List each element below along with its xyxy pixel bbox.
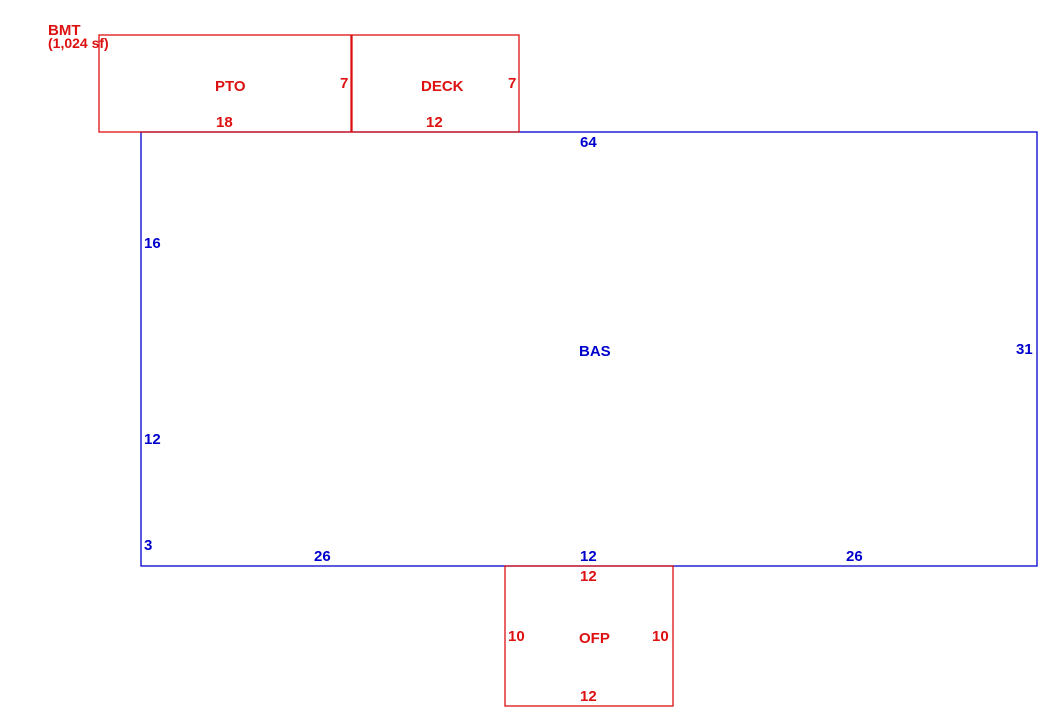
- pto-dim-bottom: 18: [216, 114, 233, 131]
- bas-dim-bottom-right: 26: [846, 548, 863, 565]
- ofp-area-label: OFP: [579, 630, 610, 647]
- ofp-dim-top: 12: [580, 568, 597, 585]
- deck-outline: [351, 34, 520, 133]
- deck-dim-right: 7: [508, 75, 516, 92]
- deck-area-label: DECK: [421, 78, 464, 95]
- bas-dim-right: 31: [1016, 341, 1033, 358]
- bas-dim-left-upper: 16: [144, 235, 161, 252]
- deck-dim-bottom: 12: [426, 114, 443, 131]
- bas-area-label: BAS: [579, 343, 611, 360]
- ofp-dim-left: 10: [508, 628, 525, 645]
- ofp-dim-bottom: 12: [580, 688, 597, 705]
- bas-dim-left-lower: 3: [144, 537, 152, 554]
- pto-dim-right: 7: [340, 75, 348, 92]
- bas-dim-left-middle: 12: [144, 431, 161, 448]
- pto-area-label: PTO: [215, 78, 246, 95]
- bas-dim-bottom-left: 26: [314, 548, 331, 565]
- ofp-outline: [504, 565, 674, 707]
- sketch-label: BMT: [48, 22, 81, 39]
- bas-dim-bottom-center: 12: [580, 548, 597, 565]
- pto-outline: [98, 34, 352, 133]
- ofp-dim-right: 10: [652, 628, 669, 645]
- sketch-area: (1,024 sf): [48, 35, 109, 51]
- bas-dim-top: 64: [580, 134, 597, 151]
